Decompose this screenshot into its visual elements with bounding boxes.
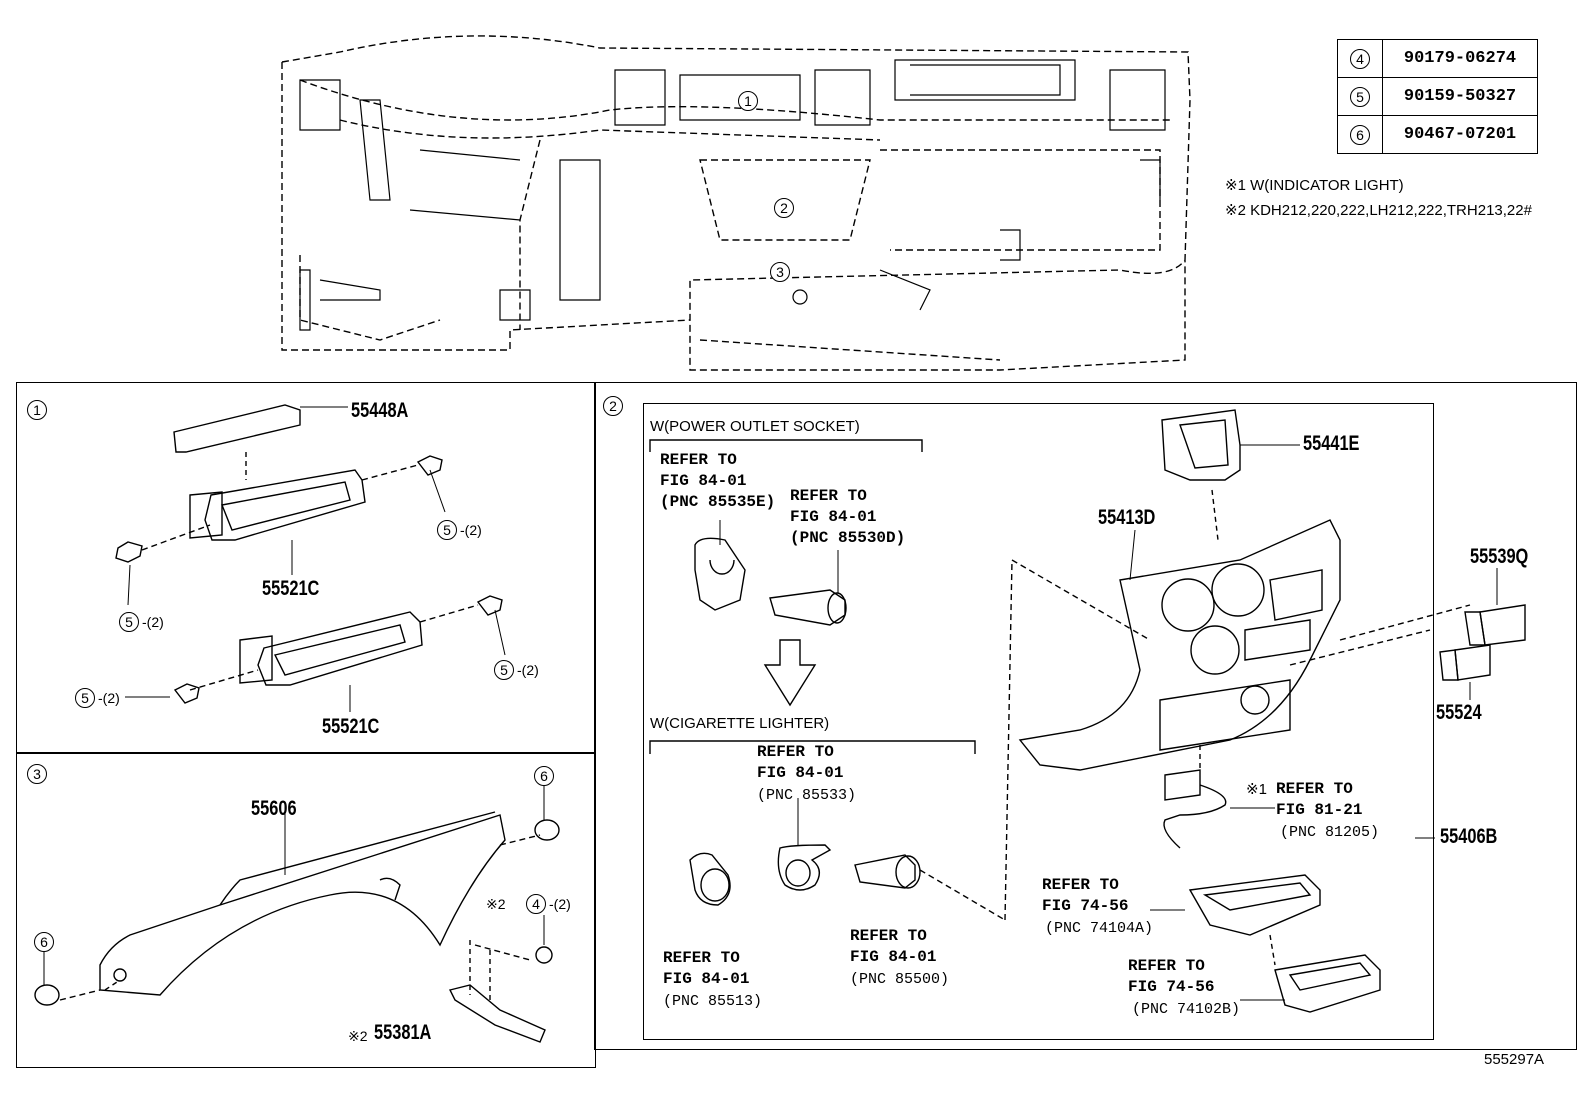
part-label-55606[interactable]: 55606 bbox=[251, 797, 297, 820]
section-2-panel bbox=[594, 382, 1577, 1050]
part-label-55524[interactable]: 55524 bbox=[1436, 701, 1482, 724]
part-label-55448a[interactable]: 55448A bbox=[351, 399, 409, 422]
nut-qty: -(2) bbox=[549, 896, 571, 912]
nut-ref-circle: 4 bbox=[526, 894, 546, 914]
note-model-codes: ※2 KDH212,220,222,LH212,222,TRH213,22# bbox=[1225, 202, 1532, 219]
overview-callout-1[interactable]: 1 bbox=[738, 91, 758, 111]
section-3-label: 3 bbox=[27, 764, 47, 784]
section-3-panel bbox=[16, 752, 596, 1068]
bolt-ref-circle: 5 bbox=[75, 688, 95, 708]
part-label-55539q[interactable]: 55539Q bbox=[1470, 545, 1529, 568]
power-outlet-header: W(POWER OUTLET SOCKET) bbox=[650, 418, 860, 435]
diagram-id: 555297A bbox=[1484, 1051, 1545, 1068]
bolt-qty: -(2) bbox=[98, 690, 120, 706]
legend-row: 5 90159-50327 bbox=[1337, 77, 1538, 116]
refer-to-label: REFER TO bbox=[660, 451, 737, 469]
ref-f-fig[interactable]: FIG 81-21 bbox=[1276, 801, 1363, 819]
section-1-label: 1 bbox=[27, 400, 47, 420]
ref-g-pnc: (PNC 74104A) bbox=[1045, 920, 1154, 937]
cigarette-lighter-header: W(CIGARETTE LIGHTER) bbox=[650, 715, 830, 732]
section-2-inner-frame bbox=[643, 403, 1434, 1040]
bolt-qty: -(2) bbox=[460, 522, 482, 538]
ref-g-fig[interactable]: FIG 74-56 bbox=[1042, 897, 1129, 915]
ref-b-pnc: (PNC 85530D) bbox=[790, 529, 906, 547]
legend-ref-circle: 6 bbox=[1350, 124, 1370, 145]
legend-ref-circle: 4 bbox=[1350, 48, 1370, 69]
part-label-55413d[interactable]: 55413D bbox=[1098, 506, 1156, 529]
section3-drawing bbox=[34, 786, 560, 1043]
legend-row: 4 90179-06274 bbox=[1337, 39, 1538, 78]
refer-to-label: REFER TO bbox=[1276, 780, 1353, 798]
dashboard-overview-drawing bbox=[281, 35, 1191, 371]
ref-e-fig[interactable]: FIG 84-01 bbox=[850, 948, 937, 966]
bolt-ref-circle: 5 bbox=[119, 612, 139, 632]
section-2-label: 2 bbox=[603, 396, 623, 416]
legend-part-number: 90467-07201 bbox=[1382, 115, 1538, 154]
ref-d-pnc: (PNC 85513) bbox=[663, 993, 763, 1010]
legend-table: 4 90179-06274 5 90159-50327 6 90467-0720… bbox=[1337, 39, 1538, 154]
legend-row: 6 90467-07201 bbox=[1337, 115, 1538, 154]
clip-ref-circle: 6 bbox=[534, 766, 554, 786]
part-prefix-55381a: ※2 bbox=[348, 1028, 368, 1044]
ref-a-pnc: (PNC 85535E) bbox=[660, 493, 776, 511]
overview-callout-2[interactable]: 2 bbox=[774, 198, 794, 218]
part-label-55521c-lower[interactable]: 55521C bbox=[322, 715, 380, 738]
overview-callout-3[interactable]: 3 bbox=[770, 262, 790, 282]
refer-to-label: REFER TO bbox=[757, 743, 834, 761]
refer-to-label: REFER TO bbox=[1042, 876, 1119, 894]
part-label-55381a[interactable]: 55381A bbox=[374, 1021, 432, 1044]
note-indicator-light: ※1 W(INDICATOR LIGHT) bbox=[1225, 177, 1404, 194]
section-1-panel bbox=[16, 382, 596, 754]
refer-to-label: REFER TO bbox=[790, 487, 867, 505]
bolt-ref-circle: 5 bbox=[437, 520, 457, 540]
section2-drawing bbox=[649, 409, 1526, 1013]
legend-ref-circle: 5 bbox=[1350, 86, 1370, 107]
legend-part-number: 90159-50327 bbox=[1382, 77, 1538, 116]
ref-c-fig[interactable]: FIG 84-01 bbox=[757, 764, 844, 782]
refer-to-label: REFER TO bbox=[1128, 957, 1205, 975]
bolt-qty: -(2) bbox=[142, 614, 164, 630]
ref-d-fig[interactable]: FIG 84-01 bbox=[663, 970, 750, 988]
legend-part-number: 90179-06274 bbox=[1382, 39, 1538, 78]
part-label-55406b[interactable]: 55406B bbox=[1440, 825, 1498, 848]
ref-b-fig[interactable]: FIG 84-01 bbox=[790, 508, 877, 526]
section1-drawing bbox=[115, 404, 506, 712]
clip-ref-circle: 6 bbox=[34, 932, 54, 952]
ref-f-prefix: ※1 bbox=[1246, 781, 1267, 798]
ref-c-pnc: (PNC 85533) bbox=[757, 787, 857, 804]
refer-to-label: REFER TO bbox=[663, 949, 740, 967]
bolt-ref-circle: 5 bbox=[494, 660, 514, 680]
refer-to-label: REFER TO bbox=[850, 927, 927, 945]
part-label-55521c-upper[interactable]: 55521C bbox=[262, 577, 320, 600]
ref-h-fig[interactable]: FIG 74-56 bbox=[1128, 978, 1215, 996]
ref-e-pnc: (PNC 85500) bbox=[850, 971, 950, 988]
ref-h-pnc: (PNC 74102B) bbox=[1132, 1001, 1241, 1018]
ref-f-pnc: (PNC 81205) bbox=[1280, 824, 1380, 841]
bolt-qty: -(2) bbox=[517, 662, 539, 678]
nut-note-prefix: ※2 bbox=[486, 896, 506, 912]
part-label-55441e[interactable]: 55441E bbox=[1303, 432, 1360, 455]
ref-a-fig[interactable]: FIG 84-01 bbox=[660, 472, 747, 490]
